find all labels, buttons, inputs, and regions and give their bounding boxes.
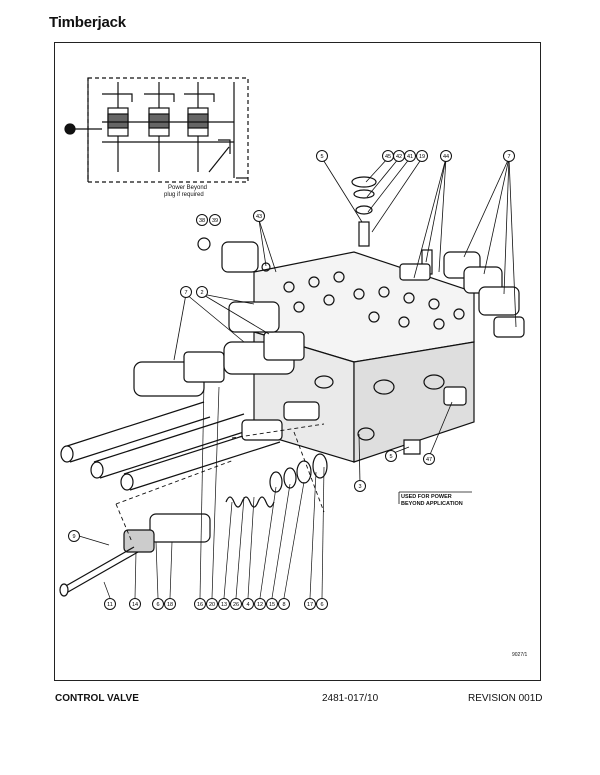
callout-bottom-20: 20 [206, 598, 218, 610]
fittings-left [197, 237, 271, 273]
callout-7-right: 7 [503, 150, 515, 162]
svg-text:26: 26 [233, 602, 239, 608]
callout-bottom-14: 14 [129, 598, 141, 610]
spool-caps-left [133, 301, 305, 397]
lower-assembly [59, 513, 211, 597]
drawing-number: 9027/1 [512, 652, 528, 658]
top-fittings [351, 176, 433, 281]
pump-symbol [64, 123, 76, 135]
callout-47: 47 [423, 453, 435, 465]
callout-bottom-11: 11 [104, 598, 116, 610]
schematic-note-1: Power Beyond [168, 185, 207, 191]
power-beyond-label: USED FOR POWER BEYOND APPLICATION [398, 491, 472, 507]
svg-text:19: 19 [419, 154, 425, 160]
svg-text:14: 14 [132, 602, 138, 608]
svg-text:6: 6 [156, 602, 159, 608]
svg-text:18: 18 [167, 602, 173, 608]
callout-bottom-6a: 6 [152, 598, 164, 610]
callout-2: 2 [196, 286, 208, 298]
footer-revision: REVISION 001D [468, 693, 543, 704]
svg-text:3: 3 [358, 484, 361, 490]
svg-text:20: 20 [209, 602, 215, 608]
spool-section-2 [144, 82, 175, 172]
callout-19-top: 19 [416, 150, 428, 162]
svg-text:38: 38 [199, 218, 205, 224]
end-caps-right [443, 251, 525, 338]
svg-text:13: 13 [221, 602, 227, 608]
svg-text:9: 9 [72, 534, 75, 540]
spools [60, 401, 320, 491]
callout-38: 38 [196, 214, 208, 226]
springs-and-seals [225, 453, 328, 508]
footer-title: CONTROL VALVE [55, 693, 139, 704]
diagram-frame [54, 42, 541, 681]
svg-text:43: 43 [256, 214, 262, 220]
svg-text:17: 17 [307, 602, 313, 608]
callout-39: 39 [209, 214, 221, 226]
callout-44: 44 [440, 150, 452, 162]
svg-text:16: 16 [197, 602, 203, 608]
callout-bottom-16: 16 [194, 598, 206, 610]
callout-bottom-6b: 6 [316, 598, 328, 610]
svg-text:4: 4 [246, 602, 249, 608]
svg-text:45: 45 [385, 154, 391, 160]
assembly-guides [115, 423, 325, 543]
callout-5-body: 5 [385, 450, 397, 462]
callout-bottom-12: 12 [254, 598, 266, 610]
schematic-note-2: plug if required [164, 192, 204, 198]
callout-bottom-26: 26 [230, 598, 242, 610]
svg-text:15: 15 [269, 602, 275, 608]
callout-3: 3 [354, 480, 366, 492]
brand-logo: Timberjack [49, 14, 126, 31]
svg-text:8: 8 [282, 602, 285, 608]
callout-9: 9 [68, 530, 80, 542]
svg-text:6: 6 [320, 602, 323, 608]
svg-text:11: 11 [107, 602, 113, 608]
footer-part-number: 2481-017/10 [322, 693, 379, 704]
svg-text:44: 44 [443, 154, 449, 160]
svg-text:7: 7 [507, 154, 510, 160]
hydraulic-schematic [64, 77, 249, 183]
callout-42: 42 [393, 150, 405, 162]
svg-text:41: 41 [407, 154, 413, 160]
svg-text:12: 12 [257, 602, 263, 608]
svg-text:5: 5 [320, 154, 323, 160]
svg-text:5: 5 [389, 454, 392, 460]
callout-bottom-17: 17 [304, 598, 316, 610]
callout-45: 45 [382, 150, 394, 162]
callout-7-left: 7 [180, 286, 192, 298]
svg-text:47: 47 [426, 457, 432, 463]
callout-bottom-4: 4 [242, 598, 254, 610]
spool-section-3 [184, 82, 215, 172]
leader-lines [78, 157, 517, 546]
power-beyond-line-2: BEYOND APPLICATION [401, 501, 463, 507]
svg-text:39: 39 [212, 218, 218, 224]
callout-bottom-13: 13 [218, 598, 230, 610]
power-beyond-line-1: USED FOR POWER [401, 494, 452, 500]
svg-text:7: 7 [184, 290, 187, 296]
svg-text:42: 42 [396, 154, 402, 160]
callout-43: 43 [253, 210, 265, 222]
callout-5-top: 5 [316, 150, 328, 162]
exploded-view-diagram: Power Beyond plug if required [59, 77, 528, 658]
callout-bottom-15: 15 [266, 598, 278, 610]
callout-41: 41 [404, 150, 416, 162]
callout-bottom-8: 8 [278, 598, 290, 610]
callout-bottom-18: 18 [164, 598, 176, 610]
svg-text:2: 2 [200, 290, 203, 296]
spool-section-1 [102, 82, 133, 172]
